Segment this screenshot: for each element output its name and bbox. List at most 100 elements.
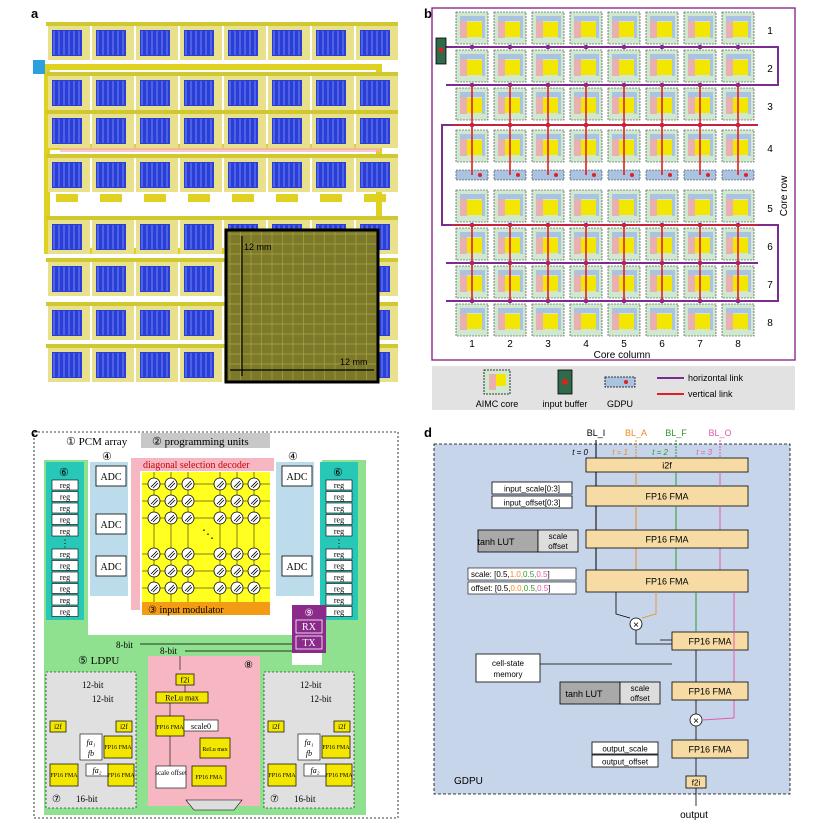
chip-core bbox=[354, 72, 398, 110]
chip-core bbox=[134, 258, 178, 296]
output-label: output bbox=[680, 810, 708, 821]
chip-core bbox=[222, 22, 266, 60]
relu-max-block: ReLu max bbox=[155, 691, 209, 704]
core-column-label: 2 bbox=[507, 339, 513, 350]
svg-text:tanh LUT: tanh LUT bbox=[477, 537, 515, 547]
adc-block: ADC bbox=[281, 465, 313, 487]
pcm-cell bbox=[164, 547, 178, 561]
svg-text:FP16 FMA: FP16 FMA bbox=[645, 535, 688, 545]
bit8-left: 8-bit bbox=[116, 640, 133, 650]
bit8-right: 8-bit bbox=[160, 646, 177, 656]
aimc-core bbox=[683, 11, 717, 45]
fp16-fma-6: FP16 FMA bbox=[671, 739, 749, 759]
programming-units-label: ② programming units bbox=[152, 436, 249, 448]
svg-text:FP16 FMA: FP16 FMA bbox=[688, 745, 731, 755]
svg-text:scale: [0.5,1.0,0.5,0.5]: scale: [0.5,1.0,0.5,0.5] bbox=[471, 570, 550, 579]
gdpu-pad bbox=[188, 194, 210, 202]
aimc-core bbox=[531, 303, 565, 337]
chip-core bbox=[310, 72, 354, 110]
svg-text:reg: reg bbox=[60, 504, 70, 513]
svg-text:input_offset[0:3]: input_offset[0:3] bbox=[504, 499, 561, 508]
chip-core bbox=[178, 154, 222, 192]
scale-vertical: 12 mm bbox=[244, 242, 272, 252]
aimc-core bbox=[607, 11, 641, 45]
reg-cell: reg bbox=[325, 491, 353, 502]
scale-offset-list: scale: [0.5,1.0,0.5,0.5] offset: [0.5,0.0… bbox=[467, 567, 577, 595]
core-row-label: 6 bbox=[767, 242, 773, 253]
aimc-core bbox=[493, 11, 527, 45]
input-bl-f: BL_F bbox=[665, 428, 687, 438]
core-column-label: 6 bbox=[659, 339, 665, 350]
pcm-cell bbox=[213, 477, 227, 491]
aimc-core bbox=[455, 49, 489, 83]
pcm-cell bbox=[213, 511, 227, 525]
f2i-block-d: f2i bbox=[685, 775, 707, 789]
reg-cell: reg bbox=[325, 583, 353, 594]
svg-text:reg: reg bbox=[334, 504, 344, 513]
svg-text:offset: [0.5,0.0,0.5,0.5]: offset: [0.5,0.0,0.5,0.5] bbox=[471, 584, 550, 593]
svg-text:16-bit: 16-bit bbox=[76, 794, 98, 804]
gdpu-pad bbox=[56, 194, 78, 202]
circle-6: ⑥ bbox=[59, 467, 69, 479]
svg-text:f2i: f2i bbox=[692, 779, 701, 788]
svg-text:ADC: ADC bbox=[100, 562, 121, 573]
scale0-label: scale0 bbox=[191, 722, 211, 731]
pcm-cell bbox=[181, 581, 195, 595]
scale-horizontal: 12 mm bbox=[340, 357, 368, 367]
reg-cell: reg bbox=[325, 560, 353, 571]
input-bl-a: BL_A bbox=[625, 428, 647, 438]
aimc-core bbox=[531, 49, 565, 83]
circle-4-right: ④ bbox=[288, 451, 298, 463]
pcm-cell bbox=[147, 547, 161, 561]
chip-core bbox=[354, 110, 398, 148]
core-column-label: 8 bbox=[735, 339, 741, 350]
svg-text:f2i: f2i bbox=[181, 676, 191, 685]
fp16-fma-5: FP16 FMA bbox=[671, 681, 749, 701]
chip-core bbox=[134, 72, 178, 110]
core-row-label: 8 bbox=[767, 318, 773, 329]
chip-core bbox=[90, 72, 134, 110]
reg-cell: reg bbox=[325, 479, 353, 491]
legend-vertical-link: vertical link bbox=[688, 389, 733, 399]
svg-text:reg: reg bbox=[334, 481, 344, 490]
gdpu-pad bbox=[100, 194, 122, 202]
f2i-block: f2i bbox=[175, 673, 195, 686]
aimc-core bbox=[493, 189, 527, 223]
gdpu-pad bbox=[320, 194, 342, 202]
reg-cell: reg bbox=[51, 491, 79, 502]
svg-text:FP16 FMA: FP16 FMA bbox=[50, 773, 78, 779]
adc-block: ADC bbox=[95, 513, 127, 535]
pad-marker bbox=[33, 60, 45, 74]
svg-text:12-bit: 12-bit bbox=[82, 680, 104, 690]
chip-core bbox=[90, 302, 134, 340]
reg-cell: reg bbox=[51, 571, 79, 583]
svg-text:reg: reg bbox=[60, 493, 70, 502]
reg-cell: reg bbox=[51, 479, 79, 491]
panel-label-b: b bbox=[424, 6, 432, 21]
reg-cell: reg bbox=[325, 502, 353, 514]
reg-cell: reg bbox=[51, 514, 79, 525]
svg-text:reg: reg bbox=[334, 493, 344, 502]
fp16-fma-3: FP16 FMA bbox=[585, 569, 749, 593]
pcm-ellipsis: ⋱ bbox=[202, 527, 214, 541]
svg-text:FP16 FMA: FP16 FMA bbox=[645, 492, 688, 502]
pcm-cell bbox=[147, 564, 161, 578]
aimc-core bbox=[493, 49, 527, 83]
svg-text:reg: reg bbox=[334, 550, 344, 559]
chip-core bbox=[266, 154, 310, 192]
svg-text:ReLu max: ReLu max bbox=[202, 747, 227, 753]
chip-core bbox=[134, 216, 178, 254]
svg-text:⋮: ⋮ bbox=[60, 539, 70, 550]
gdpu-pad bbox=[276, 194, 298, 202]
svg-text:12-bit: 12-bit bbox=[92, 694, 114, 704]
cell-state-memory bbox=[475, 653, 541, 683]
pcm-cell bbox=[181, 477, 195, 491]
gdpu-pad bbox=[364, 194, 386, 202]
svg-text:FP16 FMA: FP16 FMA bbox=[107, 773, 135, 779]
panel-d-gdpu-flow: BL_It = 0BL_At = 1BL_Ft = 2BL_Ot = 3i2fF… bbox=[433, 428, 791, 821]
output-offset-box: output_offset bbox=[591, 754, 659, 768]
reg-cell: reg bbox=[325, 606, 353, 617]
